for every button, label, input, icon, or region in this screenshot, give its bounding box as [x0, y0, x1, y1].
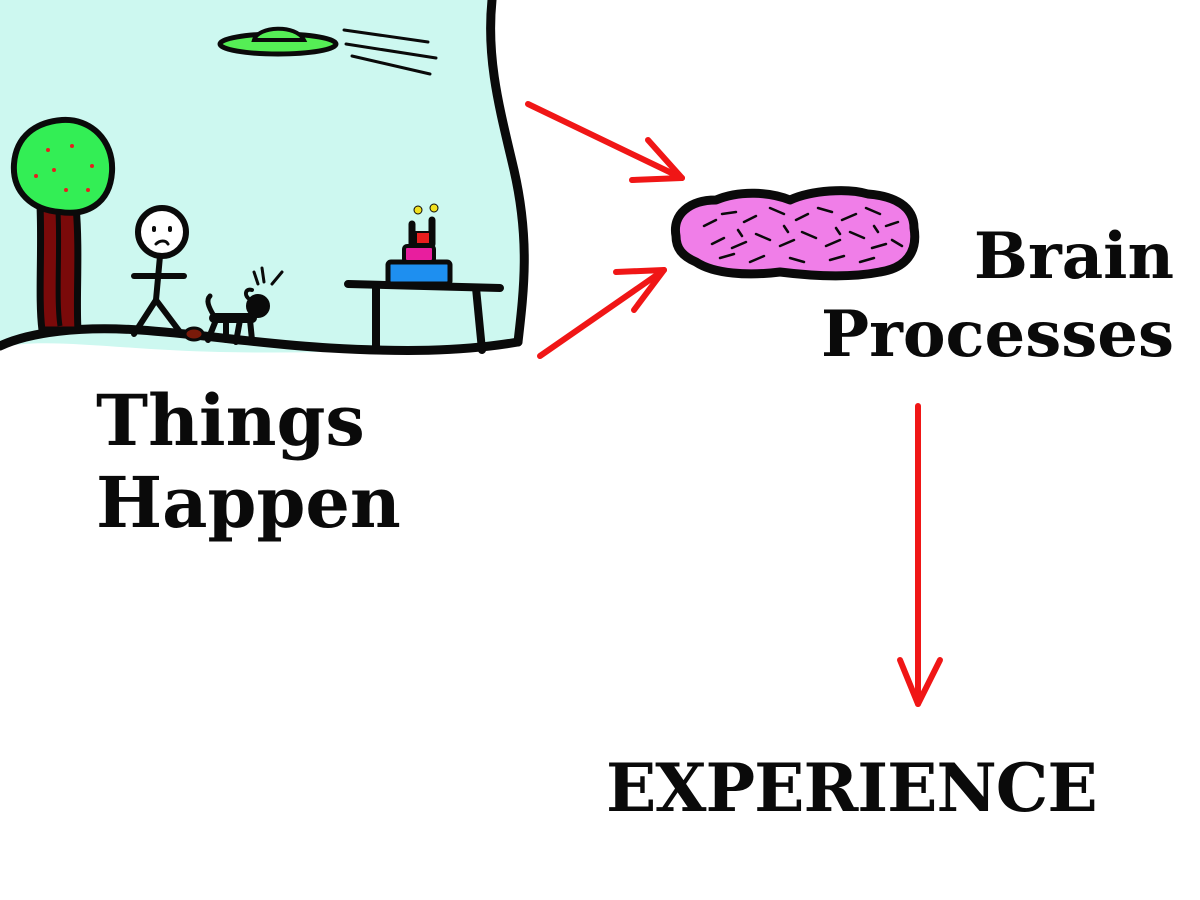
panel-right-border [486, 0, 529, 347]
dog-icon [205, 266, 284, 345]
ufo-icon [217, 26, 438, 76]
things-happen-line-2: Happen [96, 461, 401, 544]
poop-icon [183, 326, 205, 342]
arrow-brain-to-experience [897, 403, 943, 707]
cake-icon [385, 203, 453, 287]
things-happen-label: Things Happen [96, 380, 401, 544]
brain-processes-line-1: Brain [973, 219, 1174, 294]
brain-processes-label: Brain Processes [821, 218, 1174, 374]
arrow-scene-to-brain-bottom [537, 267, 667, 359]
tree-icon [10, 116, 116, 334]
brain-icon [670, 186, 920, 281]
brain-processes-line-2: Processes [820, 297, 1174, 372]
experience-label: EXPERIENCE [606, 749, 1098, 827]
arrow-scene-to-brain-top [525, 101, 685, 183]
things-happen-line-1: Things [96, 379, 365, 462]
stick-figure-icon [131, 205, 189, 337]
